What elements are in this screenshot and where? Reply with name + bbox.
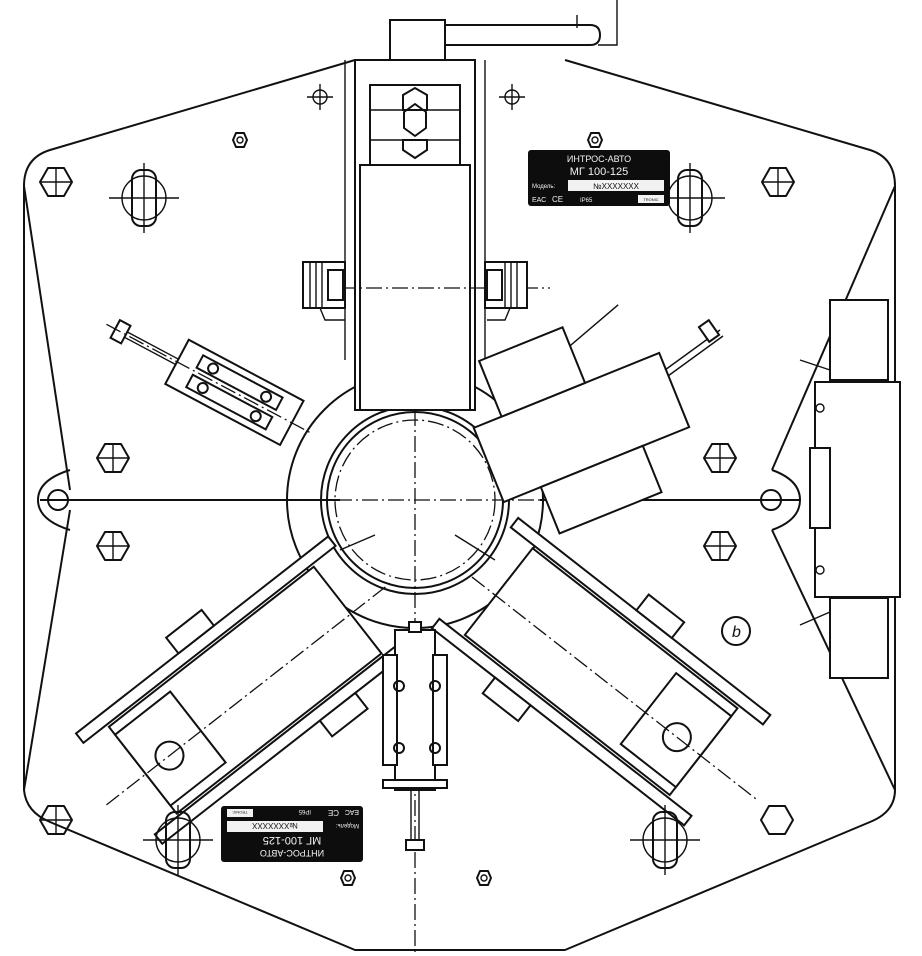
oblong-hole-icon [143,805,213,875]
nameplate-mark-ip: IP65 [580,198,593,204]
oblong-hole-icon [630,805,700,875]
nameplate-bottom-model-label: Модель: [335,822,359,828]
spring-clamp-right [484,261,528,321]
nameplate-bottom-brand: ИНТРОС-АВТО [260,848,324,858]
nameplate-model-label: Модель: [532,184,556,190]
hex-bolt-icon [96,531,130,561]
nameplate-bottom-serial: №XXXXXXX [251,821,298,830]
small-nut-icon [476,870,492,886]
crosshair-icon [499,84,525,110]
spring-clamp-left [302,261,346,321]
hex-bolt-icon [761,167,795,197]
nameplate-bottom-model: МГ 100-125 [263,834,322,846]
top-arm [340,0,618,411]
nameplate-bottom-badge: TRONIC [232,810,247,815]
hex-bolts [39,167,795,835]
nameplate-serial: №XXXXXXX [593,182,640,191]
hex-nut-icon [760,805,794,835]
right-motor-rod [664,318,724,377]
bottom-slider [382,621,448,851]
nameplate-mark-eac: ЕАС [532,197,546,204]
nameplate-bottom-mark-ip: IP65 [298,808,311,814]
nameplate-bottom: ИНТРОС-АВТО МГ 100-125 Модель: №XXXXXXX … [221,806,363,862]
nameplate-top: ИНТРОС-АВТО МГ 100-125 Модель: №XXXXXXX … [528,150,670,206]
side-magnet-housing [799,299,901,679]
nameplate-brand: ИНТРОС-АВТО [567,154,631,164]
crosshair-icon [307,84,333,110]
hex-bolt-icon [39,167,73,197]
right-motor-arm [472,304,691,535]
lower-right-spring-a [634,593,686,640]
lower-left-spring-b [318,691,369,738]
bottom-clamp-eye [402,139,428,160]
mounting-holes [109,163,725,875]
small-nuts [232,132,603,886]
lower-right-spring-b [481,676,532,723]
small-nut-icon [587,132,603,148]
small-nut-icon [232,132,248,148]
nameplate-model: МГ 100-125 [570,166,629,178]
nameplate-bottom-mark-ce: CE [328,808,339,817]
nameplate-badge: TRONIC [643,197,658,202]
hex-bolt-icon [703,531,737,561]
hex-bolt-icon [703,443,737,473]
oblong-hole-icon [655,163,725,233]
top-clamp-eye [402,86,428,111]
crosshair-markers [307,84,525,110]
handle-lever [444,24,602,46]
hex-bolt-icon [96,443,130,473]
small-nut-icon [340,870,356,886]
top-hex-bolt [403,103,427,137]
handle-base [389,19,446,61]
hex-bolt-icon [39,805,73,835]
nameplate-mark-ce: CE [552,195,563,204]
oblong-hole-icon [109,163,179,233]
lower-right-arm [430,516,772,827]
rotation-symbol: b [721,616,751,646]
nameplate-bottom-mark-eac: ЕАС [345,808,359,815]
left-slider [106,318,310,447]
left-lug [37,469,71,531]
rotation-mark: b [732,624,741,641]
lower-left-spring-a [164,608,216,655]
